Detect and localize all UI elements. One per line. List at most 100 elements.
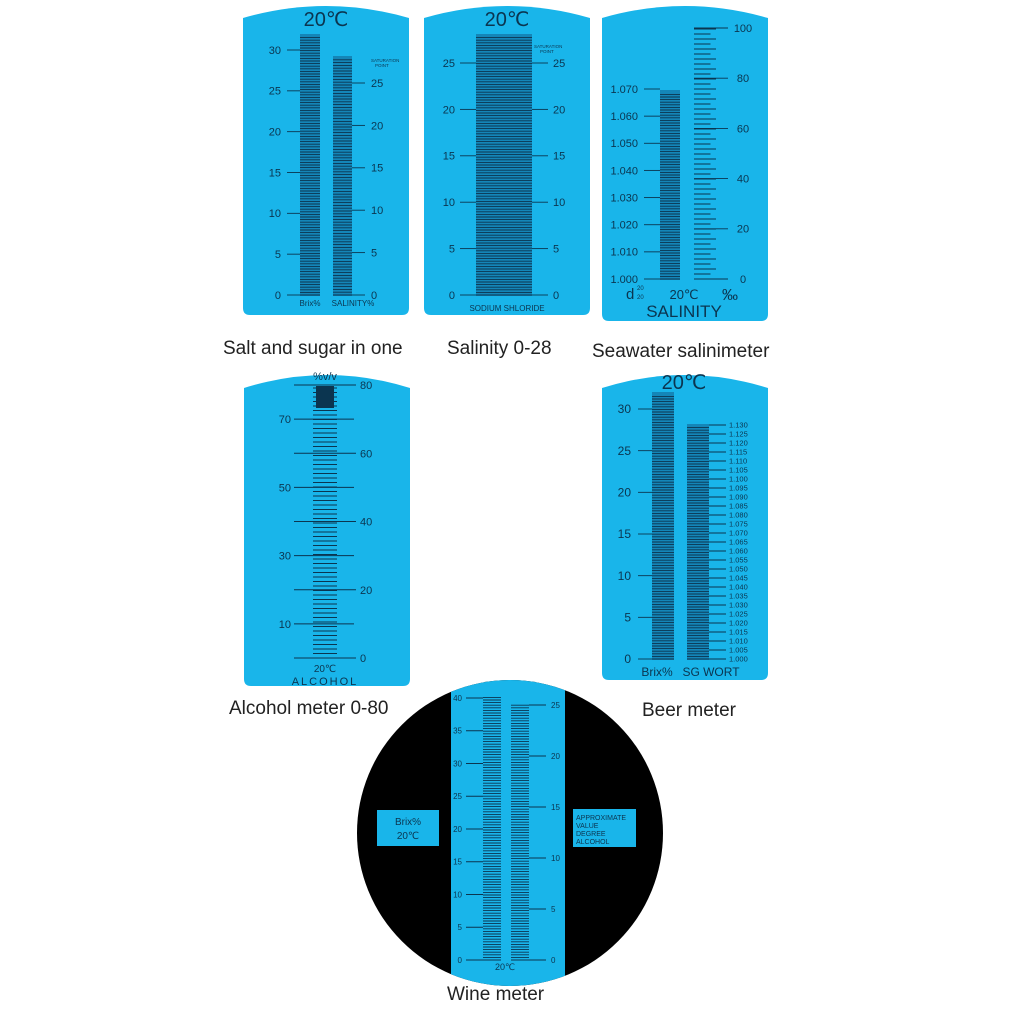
alcohol-right-label-40: 40 xyxy=(360,517,372,529)
scale-label-30: 30 xyxy=(269,45,281,57)
scale-label-10: 10 xyxy=(371,205,383,217)
scale-label-0: 0 xyxy=(458,956,463,965)
scale-label-10: 10 xyxy=(618,569,632,583)
scale-label-1.125: 1.125 xyxy=(729,430,748,439)
brix-axis-label: Brix% xyxy=(641,665,673,679)
scale-label-20: 20 xyxy=(443,104,455,116)
temperature-label: 20℃ xyxy=(495,962,515,972)
scale-label-15: 15 xyxy=(269,167,281,179)
saturation-point-label: SATURATION xyxy=(371,58,399,63)
scale-label-1.010: 1.010 xyxy=(729,637,748,646)
scale-label-0: 0 xyxy=(275,290,281,302)
alcohol-left-label-70: 70 xyxy=(279,414,291,426)
scale-label-20: 20 xyxy=(269,127,281,139)
temperature-label: 20℃ xyxy=(662,372,707,394)
alcohol-caption: Alcohol meter 0-80 xyxy=(229,698,389,719)
scale-label-5: 5 xyxy=(551,905,556,914)
unit-label: %v/v xyxy=(313,371,337,383)
permille-label: ‰ xyxy=(722,287,738,304)
scale-label-0: 0 xyxy=(740,274,746,286)
scale-label-20: 20 xyxy=(453,825,462,834)
sg-wort-axis-label: SG WORT xyxy=(682,665,740,679)
scale-label-10: 10 xyxy=(443,197,455,209)
scale-label-25: 25 xyxy=(443,58,455,70)
saturation-point-label-2: POINT xyxy=(540,49,554,54)
temperature-label: 20℃ xyxy=(304,9,349,31)
temperature-label: 20℃ xyxy=(669,287,698,302)
scale-label-1.020: 1.020 xyxy=(729,619,748,628)
alcohol-box-line1: APPROXIMATE xyxy=(576,815,626,822)
salinity-axis-label: SALINITY% xyxy=(332,299,375,308)
scale-label-1.000: 1.000 xyxy=(610,274,638,286)
scale-label-1.100: 1.100 xyxy=(729,475,748,484)
scale-label-35: 35 xyxy=(453,727,462,736)
scale-label-1.060: 1.060 xyxy=(729,547,748,556)
scale-label-10: 10 xyxy=(553,197,565,209)
scale-label-5: 5 xyxy=(371,247,377,259)
scale-label-1.105: 1.105 xyxy=(729,466,748,475)
scale-label-15: 15 xyxy=(553,151,565,163)
saturation-point-label: SATURATION xyxy=(534,44,562,49)
scale-label-1.095: 1.095 xyxy=(729,484,748,493)
scale-label-10: 10 xyxy=(453,890,462,899)
scale-label-30: 30 xyxy=(618,402,632,416)
scale-background xyxy=(244,375,410,686)
alcohol-title: ALCOHOL xyxy=(292,676,359,688)
seawater-caption: Seawater salinimeter xyxy=(592,341,770,362)
scale-label-15: 15 xyxy=(453,858,462,867)
scale-label-15: 15 xyxy=(371,163,383,175)
scale-label-20: 20 xyxy=(371,120,383,132)
scale-label-1.070: 1.070 xyxy=(610,84,638,96)
scale-label-25: 25 xyxy=(269,86,281,98)
scale-label-0: 0 xyxy=(553,290,559,302)
alcohol-left-label-50: 50 xyxy=(279,482,291,494)
scale-label-60: 60 xyxy=(737,123,749,135)
scale-label-1.020: 1.020 xyxy=(610,220,638,232)
scale-label-1.040: 1.040 xyxy=(729,583,748,592)
density-sup: 20 xyxy=(637,286,644,292)
scale-label-20: 20 xyxy=(553,104,565,116)
alcohol-right-label-60: 60 xyxy=(360,448,372,460)
saturation-point-label-2: POINT xyxy=(375,63,389,68)
salinity-column xyxy=(333,56,352,296)
scale-label-5: 5 xyxy=(553,243,559,255)
alcohol-right-label-0: 0 xyxy=(360,653,366,665)
scale-label-25: 25 xyxy=(371,78,383,90)
scale-label-1.050: 1.050 xyxy=(610,138,638,150)
brix-label-box xyxy=(377,810,439,846)
scale-label-100: 100 xyxy=(734,23,752,35)
scale-label-25: 25 xyxy=(453,792,462,801)
salt-sugar-caption: Salt and sugar in one xyxy=(223,338,403,359)
scale-label-1.030: 1.030 xyxy=(729,601,748,610)
scale-label-1.015: 1.015 xyxy=(729,628,748,637)
scale-label-40: 40 xyxy=(453,694,462,703)
brix-box-line2: 20℃ xyxy=(397,831,419,842)
salinity-caption: Salinity 0-28 xyxy=(447,338,552,359)
scale-label-1.130: 1.130 xyxy=(729,421,748,430)
scale-label-1.070: 1.070 xyxy=(729,529,748,538)
scale-label-1.075: 1.075 xyxy=(729,520,748,529)
scale-label-1.005: 1.005 xyxy=(729,646,748,655)
scale-label-0: 0 xyxy=(449,290,455,302)
scale-label-1.085: 1.085 xyxy=(729,502,748,511)
scale-label-1.045: 1.045 xyxy=(729,574,748,583)
seawater-scale-panel: 1.0001.0101.0201.0301.0401.0501.0601.070… xyxy=(602,6,768,321)
scale-label-15: 15 xyxy=(443,151,455,163)
scale-label-20: 20 xyxy=(618,486,632,500)
scale-label-1.110: 1.110 xyxy=(729,457,747,466)
scale-label-0: 0 xyxy=(371,290,377,302)
scale-label-0: 0 xyxy=(551,956,556,965)
scale-label-1.010: 1.010 xyxy=(610,247,638,259)
scale-label-5: 5 xyxy=(458,923,463,932)
scale-label-1.090: 1.090 xyxy=(729,493,748,502)
scale-label-1.060: 1.060 xyxy=(610,111,638,123)
scale-label-40: 40 xyxy=(737,173,749,185)
scale-label-1.080: 1.080 xyxy=(729,511,748,520)
density-sub: 20 xyxy=(637,295,644,301)
scale-label-10: 10 xyxy=(269,208,281,220)
scale-label-1.040: 1.040 xyxy=(610,165,638,177)
